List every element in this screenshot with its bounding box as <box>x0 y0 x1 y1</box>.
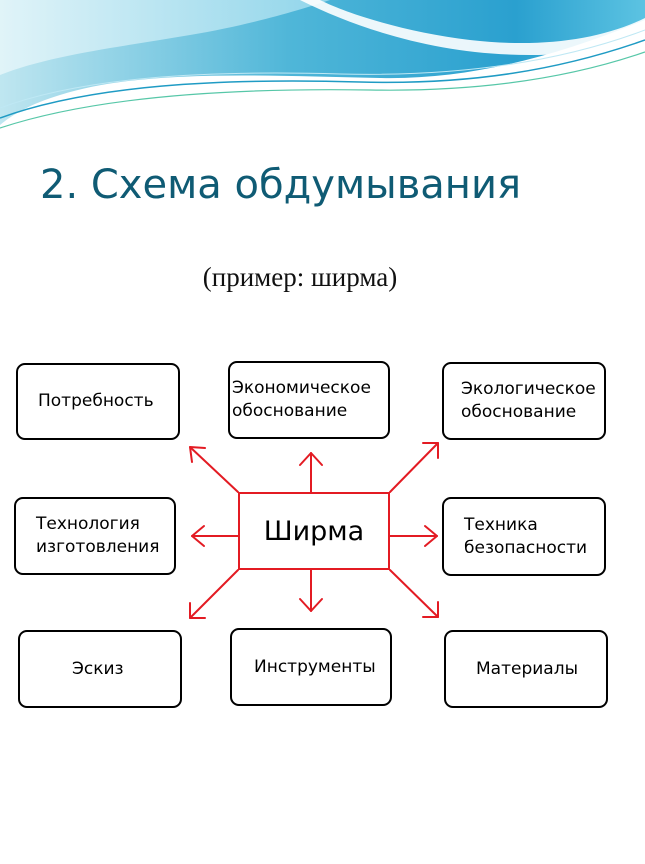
node-ecological: Экологическое обоснование <box>442 362 606 440</box>
header-wave-decoration <box>0 0 645 129</box>
node-sketch: Эскиз <box>18 630 182 708</box>
node-tools-label: Инструменты <box>254 656 376 677</box>
node-tools: Инструменты <box>230 628 392 706</box>
center-node-label: Ширма <box>263 515 365 547</box>
node-economic: Экономическое обоснование <box>228 361 390 439</box>
node-economic-label: Экономическое обоснование <box>232 378 371 421</box>
node-sketch-label: Эскиз <box>72 658 124 679</box>
node-technology-label: Технология изготовления <box>36 514 160 557</box>
node-safety-label: Техника безопасности <box>464 514 588 558</box>
node-need: Потребность <box>16 363 180 440</box>
node-materials: Материалы <box>444 630 608 708</box>
slide-subtitle: (пример: ширма) <box>202 262 398 292</box>
node-technology: Технология изготовления <box>14 497 176 575</box>
node-safety: Техника безопасности <box>442 497 606 576</box>
node-ecological-label: Экологическое обоснование <box>461 379 596 422</box>
slide-title: 2. Схема обдумывания <box>40 162 522 208</box>
node-need-label: Потребность <box>38 391 154 411</box>
node-materials-label: Материалы <box>476 658 578 679</box>
center-node: Ширма <box>238 492 390 570</box>
